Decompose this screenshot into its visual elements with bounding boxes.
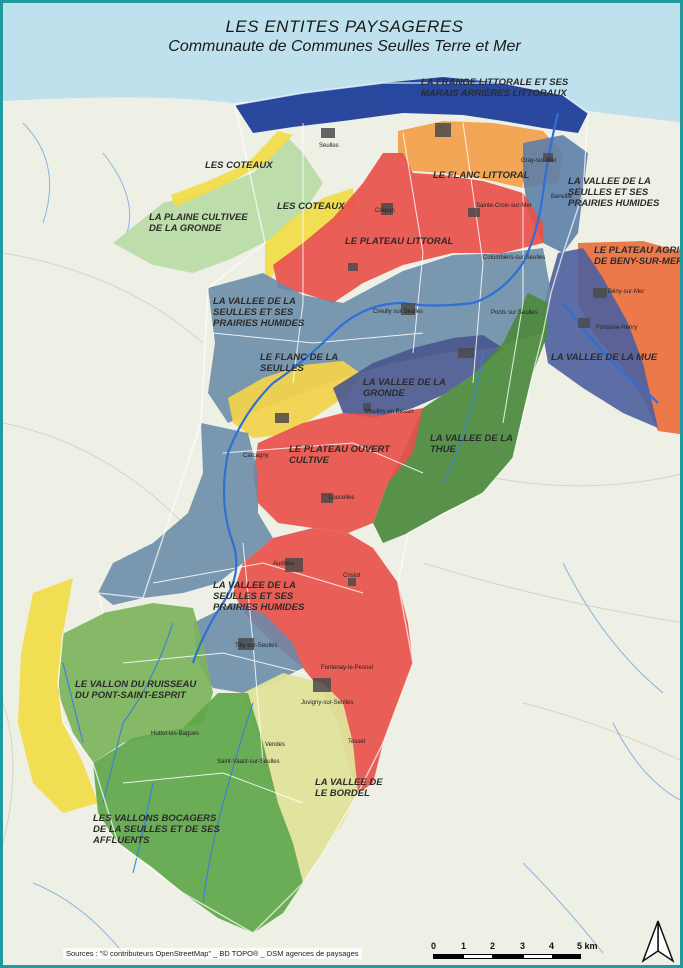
community-boundary [57,82,589,934]
sources-credit: Sources : "© contributeurs OpenStreetMap… [63,948,362,959]
town-label: Banville [551,194,573,200]
map-title: LES ENTITES PAYSAGERES [225,17,464,36]
map-subtitle: Communaute de Communes Seulles Terre et … [168,38,521,55]
scale-tick: 3 [520,941,526,951]
town-label: Hottot-les-Bagues [151,731,200,737]
town-label: Vendes [265,742,286,748]
label-plateau-beny: LE PLATEAU AGRICODE BENY-SUR-MER [594,245,683,267]
built-up-areas [238,123,607,692]
town-label: Loucelles [329,495,355,501]
zone-vallee-bordel [243,673,358,883]
zone-vallon-ruisseau [58,603,213,763]
zone-flanc-seulles [228,361,363,438]
label-flanc-littoral: LE FLANC LITTORAL [433,170,530,181]
town-label: Moulins en Bessin [365,409,414,415]
town-label: Gray-sur-Mer [521,158,557,164]
town-label: Carcagny [243,453,269,459]
scale-bar: 0 1 2 3 4 5 km [431,941,599,963]
scale-tick: 5 km [577,941,598,951]
zone-coteaux-ouest [171,131,293,207]
zone-vallee-mue [541,248,658,428]
zone-plateau-ouvert [253,408,423,533]
town-label: Creully sur Seulles [373,309,424,315]
town-label: Audrieu [273,561,294,567]
zone-plateau-sud [233,528,413,793]
commune-boundaries [122,122,524,804]
scale-tick: 2 [490,941,496,951]
town-label: Bény-sur-Mer [608,289,645,295]
town-label: Crépon [375,208,395,214]
scale-tick: 1 [461,941,467,951]
town-label: Tessel [348,739,366,745]
town-label: Juvigny-sur-Seulles [301,700,354,706]
town-label: Fontaine-Henry [596,325,638,331]
zone-vallee-seulles-sud [98,423,273,605]
town-label: Cristot [343,573,361,579]
town-label: Fontenay-le-Pesnel [321,665,374,671]
label-coteaux-ouest: LES COTEAUX [205,160,273,171]
label-vallee-mue: LA VALLEE DE LA MUE [551,352,658,363]
scale-segment [553,954,581,959]
scale-segment [463,954,493,959]
town-label: Seulles [319,143,339,149]
river-tributaries [62,352,484,904]
town-label: Ponts sur Seulles [491,310,538,316]
zone-vallons-bocagers [93,693,303,933]
road-network [3,252,680,844]
north-arrow-icon [641,920,675,963]
town-label: Tilly-sur-Seulles [235,643,278,649]
label-plateau-littoral: LE PLATEAU LITTORAL [345,236,454,247]
town-label: Saint-Vaast-sur-Seulles [217,759,280,765]
scale-tick: 4 [549,941,555,951]
zone-coteaux-sud-ouest [18,578,98,813]
zone-plateau-littoral [273,153,543,303]
town-label: Colombiers-sur-Seulles [483,255,546,261]
zone-vallee-thue [373,293,548,543]
label-coteaux-centre: LES COTEAUX [277,201,345,212]
map-canvas [3,3,680,965]
scale-tick: 0 [431,941,437,951]
town-label: Sainte-Croix-sur-Mer [476,203,532,209]
zone-flanc-littoral [398,121,563,188]
scale-segment [433,954,463,959]
scale-segment [493,954,523,959]
scale-segment [523,954,553,959]
